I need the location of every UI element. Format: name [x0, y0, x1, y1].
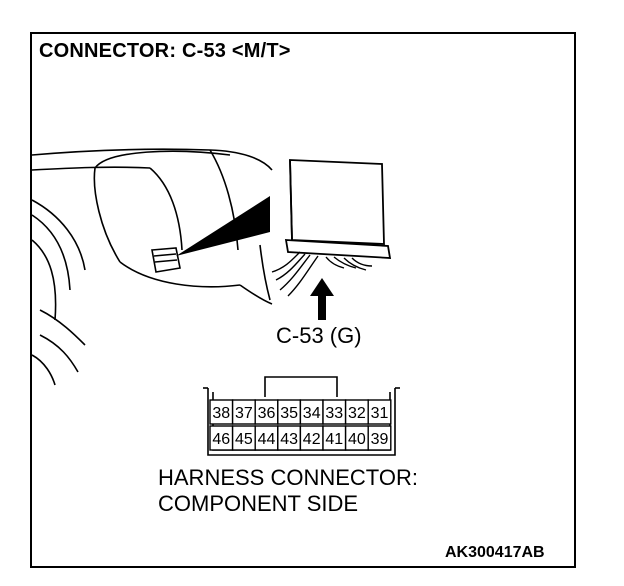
pin-number-label: 40: [348, 431, 366, 448]
pin-number-label: 31: [371, 405, 389, 422]
pin-number-label: 32: [348, 405, 366, 422]
instrument-panel-drawing: [31, 148, 273, 386]
view-label-line2: COMPONENT SIDE: [158, 491, 359, 516]
pin-number-label: 38: [212, 405, 230, 422]
pin-number-label: 43: [280, 431, 298, 448]
connector-title: CONNECTOR: C-53 <M/T>: [39, 40, 291, 62]
view-side-label: HARNESS CONNECTOR: COMPONENT SIDE: [158, 465, 418, 517]
pin-number-label: 46: [212, 431, 230, 448]
pin-cell: [367, 399, 392, 425]
pin-number-label: 33: [325, 405, 343, 422]
diagram-frame: [30, 32, 576, 568]
pin-number-label: 45: [235, 431, 253, 448]
pin-number-label: 34: [303, 405, 321, 422]
pin-number-label: 35: [280, 405, 298, 422]
pin-number-label: 44: [258, 431, 276, 448]
pin-number-label: 42: [303, 431, 321, 448]
pin-number-label: 41: [325, 431, 343, 448]
pin-number-label: 36: [258, 405, 276, 422]
harness-wires: [271, 251, 373, 297]
figure-code: AK300417AB: [445, 544, 545, 561]
callout-wedge: [176, 196, 270, 256]
control-unit-box: [284, 159, 392, 259]
pin-number-label: 37: [235, 405, 253, 422]
pin-number-label: 39: [371, 431, 389, 448]
connector-id-label: C-53 (G): [276, 323, 362, 348]
pin-cell: [367, 425, 392, 451]
up-arrow-icon: [310, 278, 334, 320]
view-label-line1: HARNESS CONNECTOR:: [158, 465, 418, 490]
connector-location-marker: [151, 247, 181, 273]
